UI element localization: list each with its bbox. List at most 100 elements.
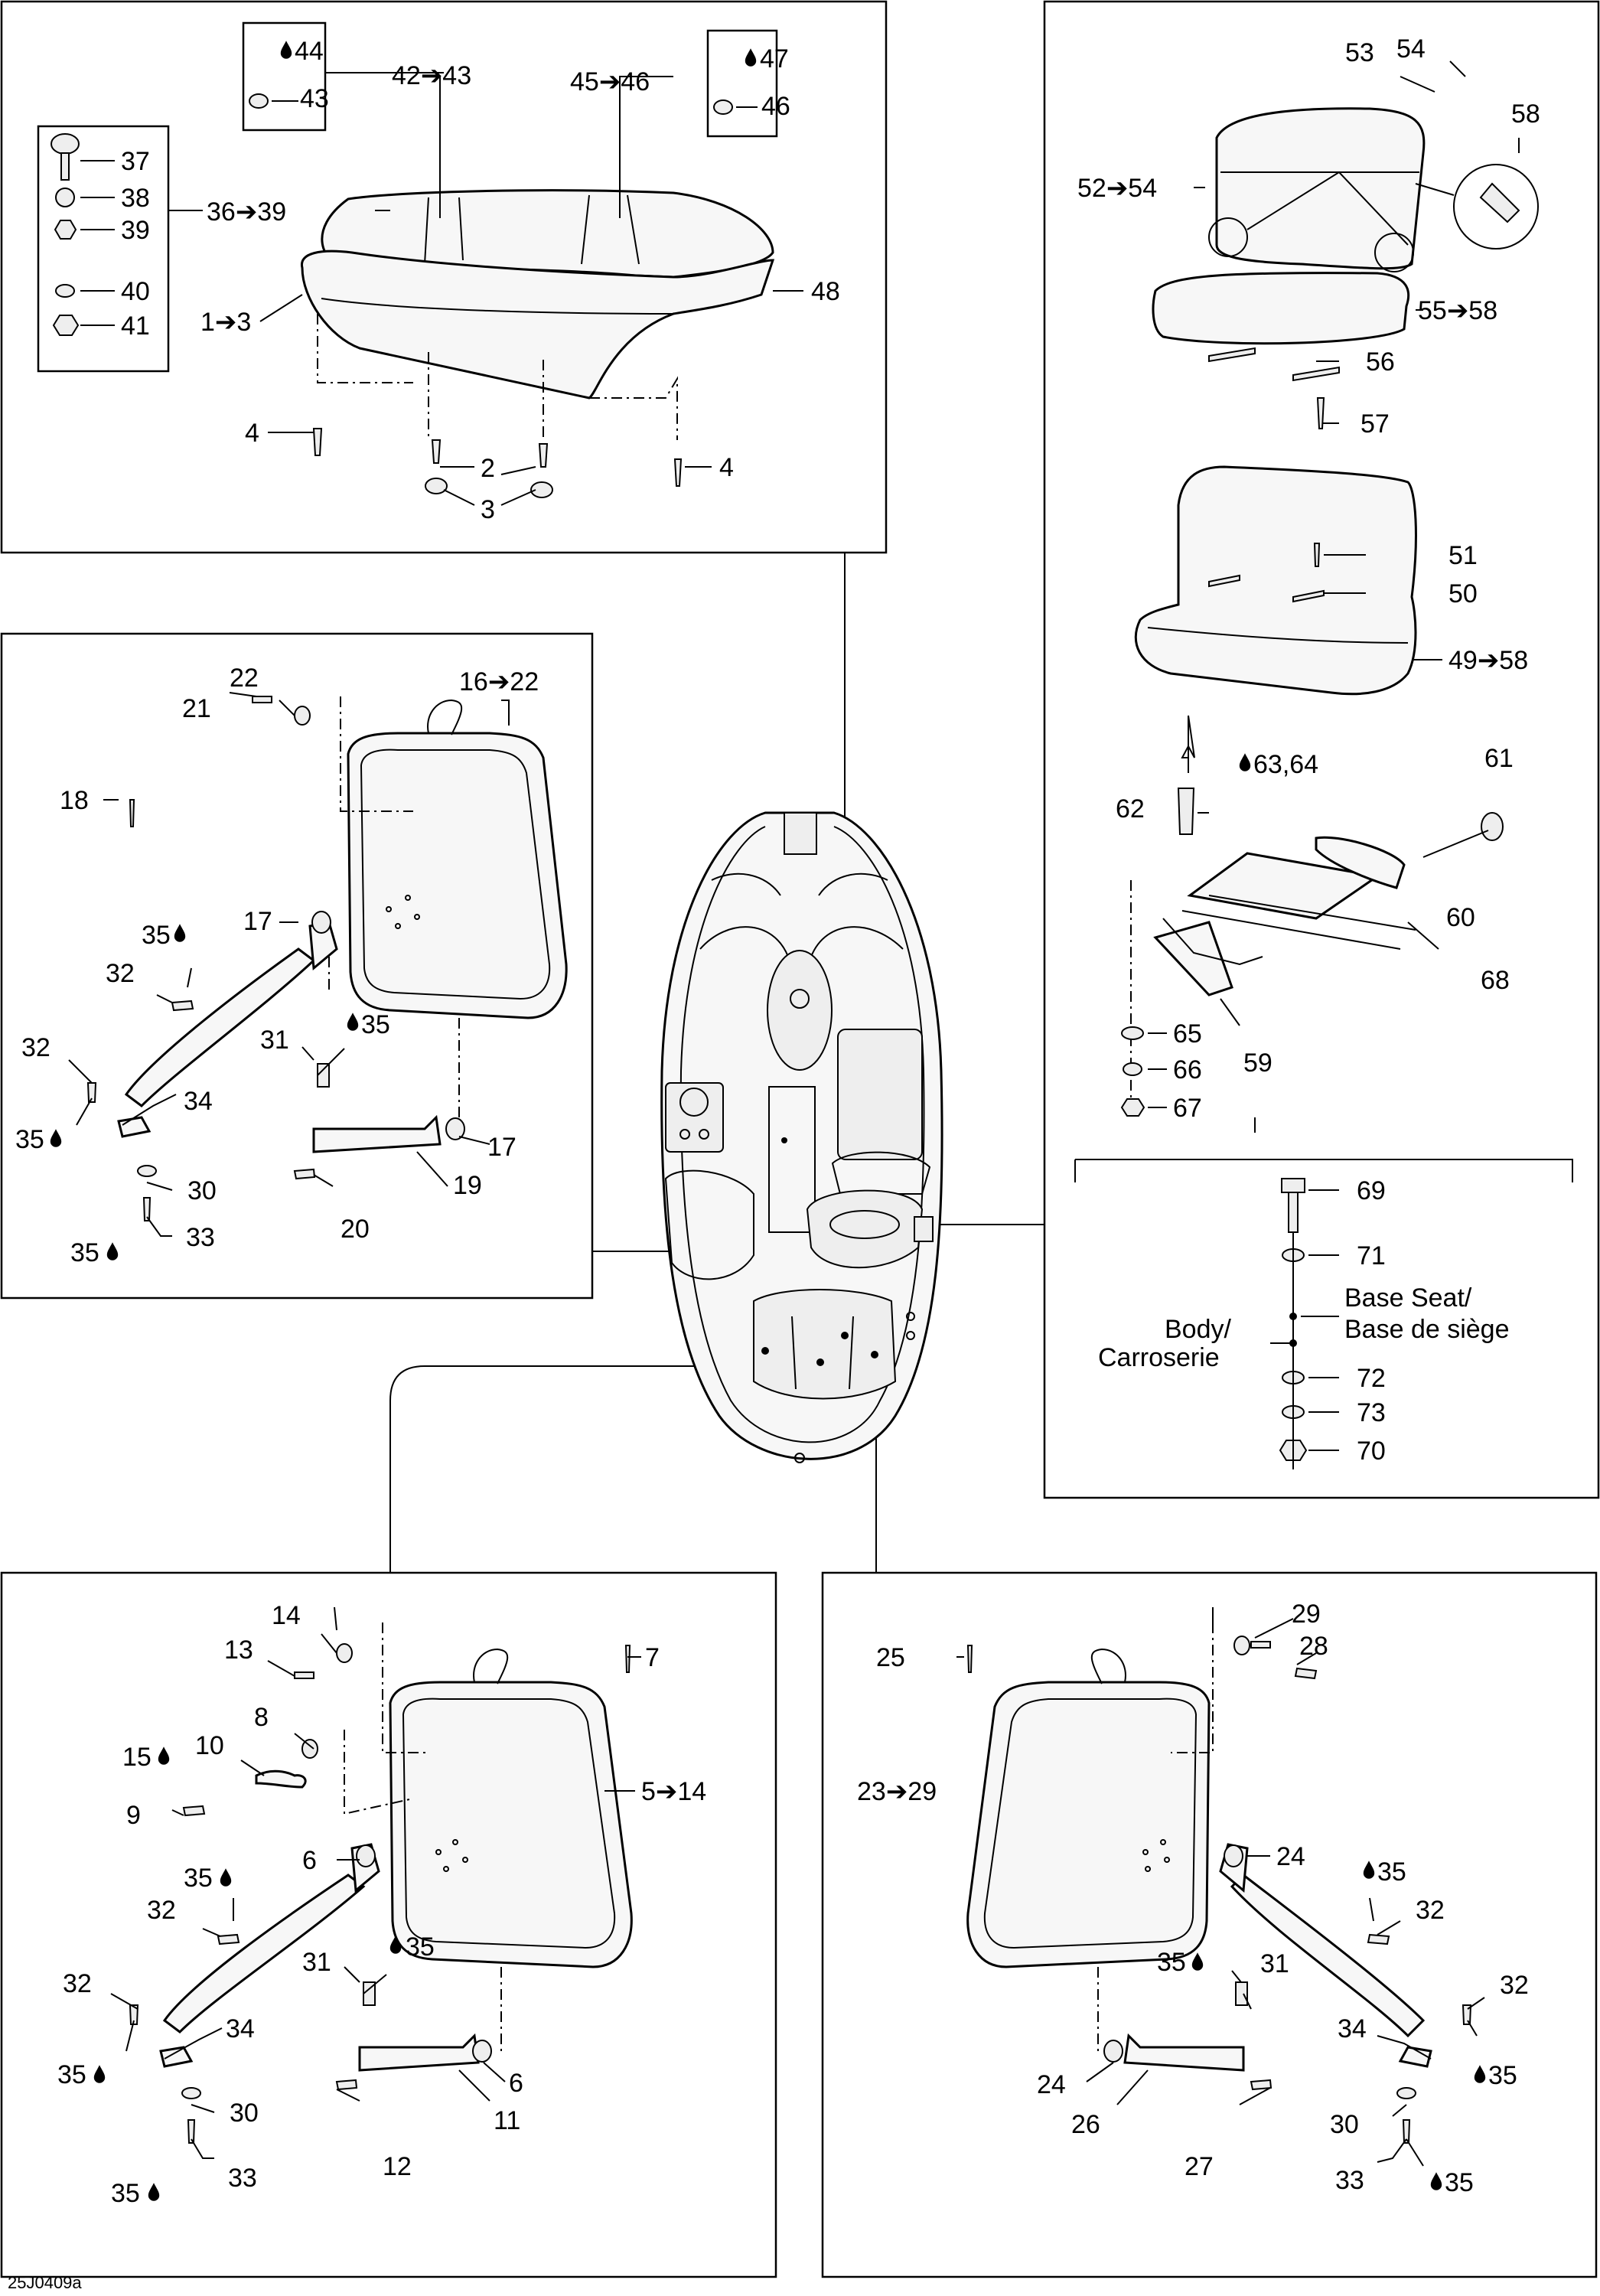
- part-label-28: 28: [1299, 1632, 1328, 1661]
- bottom-left-backrest-panel: [0, 1571, 777, 2278]
- drop-icon: [148, 2183, 160, 2201]
- bench-seat-panel: [0, 0, 888, 554]
- part-label-62: 62: [1116, 794, 1145, 823]
- part-label-31: 31: [1260, 1949, 1289, 1978]
- bottom-left-backrest: [129, 1623, 633, 2144]
- top-right-leaders: [1074, 60, 1573, 1182]
- part-label-37: 37: [121, 147, 150, 176]
- part-label-46: 46: [761, 92, 790, 121]
- part-label-59: 59: [1243, 1049, 1273, 1078]
- part-label-20: 20: [341, 1215, 370, 1244]
- part-label-10: 10: [195, 1731, 224, 1760]
- bottom-left-leaders: [110, 1606, 641, 2159]
- part-label-35: 35: [1445, 2168, 1474, 2197]
- range-label-52-54: 52➔54: [1077, 174, 1157, 203]
- drop-icon: [1430, 2172, 1442, 2190]
- part-label-35: 35: [361, 1010, 390, 1039]
- drop-icon: [347, 1013, 359, 1031]
- left-backrest-labels: 22 21 16➔22 18 17 35 32 31 35 32 34 35 1…: [15, 664, 539, 1267]
- part-label-72: 72: [1357, 1364, 1386, 1393]
- bottom-right-leaders: [956, 1607, 1485, 2167]
- part-label-41: 41: [121, 311, 150, 341]
- part-label-32: 32: [63, 1969, 92, 1998]
- part-label-31: 31: [260, 1026, 289, 1055]
- part-label-27: 27: [1185, 2152, 1214, 2181]
- part-label-70: 70: [1357, 1437, 1386, 1466]
- top-right-seat: [1134, 107, 1539, 758]
- part-label-35: 35: [1377, 1857, 1406, 1887]
- drop-icon: [1363, 1861, 1375, 1879]
- part-label-26: 26: [1071, 2110, 1100, 2139]
- bottom-right-backrest-panel: [821, 1571, 1598, 2278]
- part-label-24: 24: [1037, 2070, 1066, 2099]
- part-label-11: 11: [494, 2106, 520, 2135]
- drop-icon: [1191, 1952, 1204, 1971]
- drop-icon: [50, 1129, 62, 1147]
- range-label-5-14: 5➔14: [641, 1777, 706, 1806]
- part-label-6: 6: [302, 1846, 317, 1875]
- bench-seat: [301, 189, 775, 440]
- bench-labels: 44 43 42➔43 45➔46 47 46 37 38 39 36➔39 4…: [121, 37, 840, 524]
- drop-icon: [106, 1242, 119, 1261]
- part-label-56: 56: [1366, 347, 1395, 377]
- part-label-33: 33: [228, 2164, 257, 2193]
- part-label-32: 32: [147, 1896, 176, 1925]
- drop-icon: [280, 41, 292, 59]
- drop-icon: [93, 2065, 106, 2083]
- part-label-6: 6: [509, 2069, 523, 2098]
- body-label: Body/: [1165, 1315, 1231, 1344]
- part-label-32: 32: [1416, 1896, 1445, 1925]
- range-label-45-46: 45➔46: [570, 67, 650, 96]
- part-label-35: 35: [57, 2060, 86, 2089]
- part-label-51: 51: [1448, 541, 1478, 570]
- part-label-33: 33: [1335, 2166, 1364, 2195]
- part-label-32: 32: [106, 959, 135, 988]
- part-label-34: 34: [184, 1087, 213, 1116]
- part-label-73: 73: [1357, 1398, 1386, 1427]
- range-label-23-29: 23➔29: [857, 1777, 937, 1806]
- part-label-33: 33: [186, 1223, 215, 1252]
- part-label-32: 32: [1500, 1971, 1529, 2000]
- bench-leaders: [80, 72, 803, 506]
- part-label-43: 43: [300, 84, 329, 113]
- part-label-39: 39: [121, 216, 150, 245]
- part-label-54: 54: [1396, 34, 1426, 64]
- part-label-35: 35: [15, 1125, 44, 1154]
- part-label-35: 35: [142, 921, 171, 950]
- drop-icon: [745, 48, 757, 67]
- bottom-left-labels: 14 13 7 8 10 15 9 5➔14 6 35 32 31 35 32 …: [57, 1601, 706, 2208]
- drop-icon: [158, 1746, 170, 1765]
- part-label-61: 61: [1484, 744, 1514, 773]
- range-label-49-58: 49➔58: [1448, 646, 1528, 675]
- part-label-3: 3: [481, 495, 495, 524]
- carrosserie-label: Carroserie: [1098, 1343, 1220, 1372]
- part-label-12: 12: [383, 2152, 412, 2181]
- range-label-36-39: 36➔39: [207, 197, 286, 227]
- part-label-34: 34: [226, 2014, 255, 2043]
- part-label-21: 21: [182, 694, 211, 723]
- part-label-47: 47: [760, 44, 789, 73]
- top-right-seat-panel: [1043, 0, 1600, 1499]
- part-label-35: 35: [184, 1864, 213, 1893]
- part-label-4: 4: [719, 453, 734, 482]
- bottom-right-labels: 29 25 28 23➔29 24 35 32 35 31 32 34 35 2…: [857, 1600, 1529, 2197]
- left-backrest-panel: [0, 632, 594, 1300]
- part-label-57: 57: [1360, 409, 1390, 439]
- part-label-68: 68: [1481, 966, 1510, 995]
- bottom-right-backrest: [966, 1623, 1472, 2144]
- part-label-29: 29: [1292, 1600, 1321, 1629]
- part-label-30: 30: [1330, 2110, 1359, 2139]
- part-label-63-64: 63,64: [1253, 750, 1318, 779]
- part-label-8: 8: [254, 1703, 269, 1732]
- part-label-35: 35: [111, 2179, 140, 2208]
- boat-hull: [660, 811, 943, 1463]
- part-label-58: 58: [1511, 99, 1540, 129]
- part-label-48: 48: [811, 277, 840, 306]
- part-label-35: 35: [1157, 1948, 1186, 1977]
- part-label-2: 2: [481, 454, 495, 483]
- part-label-34: 34: [1338, 2014, 1367, 2043]
- part-label-53: 53: [1345, 38, 1374, 67]
- left-backrest: [86, 696, 568, 1221]
- part-label-30: 30: [187, 1176, 217, 1205]
